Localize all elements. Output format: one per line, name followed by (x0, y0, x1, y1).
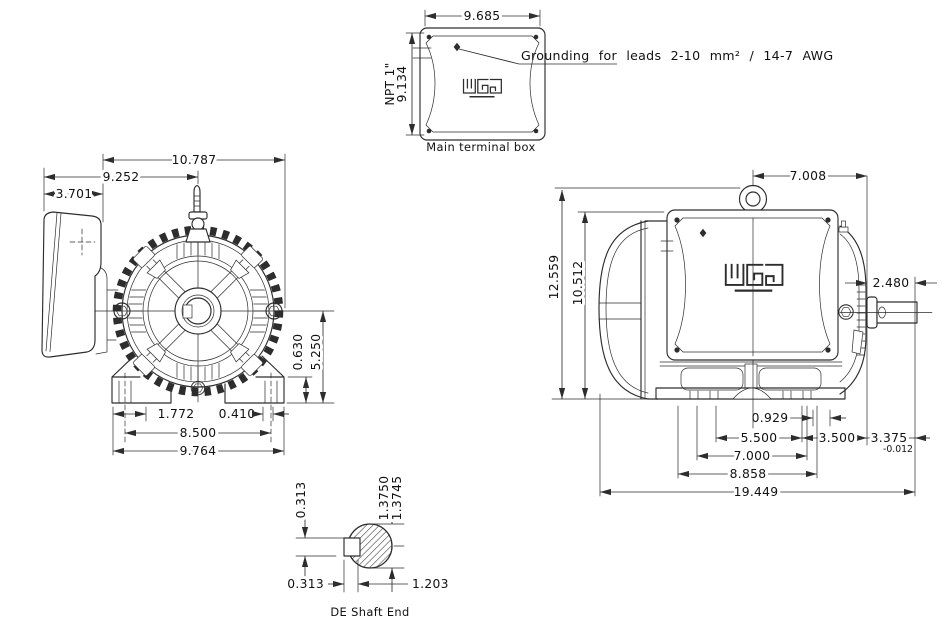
dim-slot-offset: 1.772 (158, 407, 195, 421)
lifting-eyebolt (185, 184, 211, 243)
terminal-box-top-view: Grounding for leads 2-10 mm² / 14-7 AWG … (380, 6, 833, 154)
bearing-cap-bolt (838, 304, 854, 320)
grounding-leader-line (458, 48, 617, 65)
dim-frame-height: 10.512 (571, 261, 585, 306)
cover-screw (426, 34, 432, 40)
dim-key-width: 0.313 (287, 577, 324, 591)
grease-fitting (838, 220, 849, 233)
dim-shaft-ext: 2.480 (873, 276, 910, 290)
keyway-section (343, 537, 361, 557)
lifting-eye (738, 184, 768, 214)
frame-spokes (146, 259, 250, 363)
terminal-box-side-view (660, 209, 839, 361)
motor-front-view: 10.787 9.252 3.701 0.630 5.250 1.772 0.4… (41, 150, 335, 461)
de-shaft-end-detail: 0.313 1.3750 1.3745 0.313 1.203 DE Shaft… (284, 473, 451, 619)
dim-bolt-span: 8.500 (180, 426, 217, 440)
rim-pads (133, 246, 263, 376)
motor-side-view: 7.008 12.559 10.512 2.480 0.929 5.500 3.… (544, 166, 937, 502)
dim-pad-height: 0.630 (291, 334, 305, 371)
dim-slot-width: 0.410 (219, 407, 256, 421)
dim-box-height: 9.134 (395, 66, 409, 103)
dim-dia-lower: 1.3745 (390, 476, 404, 521)
dim-to-center: 9.252 (103, 170, 140, 184)
dim-foot-span2: 7.000 (734, 449, 771, 463)
conduit-center-mark (69, 228, 96, 256)
dim-box-width: 3.701 (56, 187, 93, 201)
dim-key-height: 0.313 (294, 482, 308, 519)
grounding-note: Grounding for leads 2-10 mm² / 14-7 AWG (521, 48, 833, 63)
dim-ba: 3.500 (819, 431, 856, 445)
dim-box-width: 9.685 (464, 9, 501, 23)
fan-cover (598, 220, 649, 400)
dim-total-length: 19.449 (734, 485, 779, 499)
cover-screw (426, 128, 432, 134)
mounting-feet-front (111, 355, 285, 445)
dim-base-length: 8.858 (730, 467, 767, 481)
dim-dia-upper: 1.3750 (377, 476, 391, 521)
dim-total-height: 12.559 (547, 255, 561, 300)
keyway (182, 304, 193, 319)
terminal-box-cover (425, 35, 540, 133)
dim-base-width: 9.764 (180, 444, 217, 458)
mounting-feet-side (655, 361, 846, 400)
cover-screw (533, 128, 539, 134)
dim-face-to-hole-tol: -0.012 (883, 444, 913, 455)
top-view-caption: Main terminal box (426, 140, 535, 154)
de-endbell (839, 225, 867, 395)
dim-overall-width: 10.787 (172, 153, 217, 167)
terminal-box-front-view (41, 211, 119, 358)
shaft-detail-caption: DE Shaft End (330, 605, 409, 619)
dim-key-flat: 1.203 (412, 577, 449, 591)
dim-foot-edge: 0.929 (752, 411, 789, 425)
dim-center-height: 5.250 (309, 334, 323, 371)
dim-foot-span: 5.500 (741, 431, 778, 445)
dim-eye-to-face: 7.008 (790, 169, 827, 183)
terminal-box-outline (419, 27, 546, 141)
shaft (839, 296, 933, 329)
dim-face-to-hole: 3.375 (871, 431, 908, 445)
conduit-label: NPT 1" (383, 62, 397, 105)
cover-screw (533, 34, 539, 40)
